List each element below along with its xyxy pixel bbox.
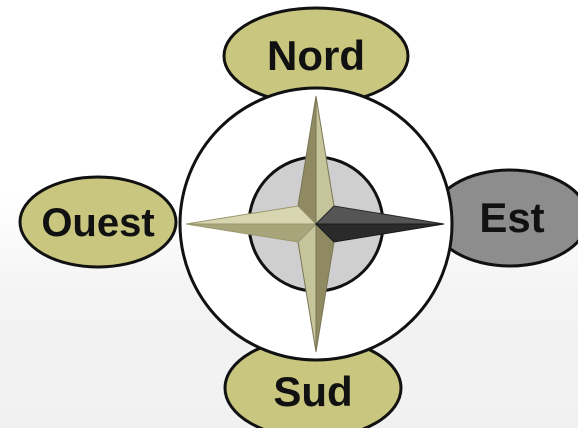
label-north: Nord (222, 6, 410, 106)
needle-east-bottom (314, 223, 445, 243)
label-south-text: Sud (273, 368, 352, 415)
compass-rose-needles (185, 95, 445, 353)
label-south: Sud (223, 336, 403, 428)
needle-west-bottom (185, 223, 318, 243)
label-west: Ouest (18, 175, 178, 269)
label-west-oval (18, 175, 178, 269)
label-east: Est (430, 168, 578, 268)
label-east-text: Est (479, 194, 544, 241)
label-north-text: Nord (267, 32, 365, 79)
label-west-text: Ouest (41, 201, 154, 245)
